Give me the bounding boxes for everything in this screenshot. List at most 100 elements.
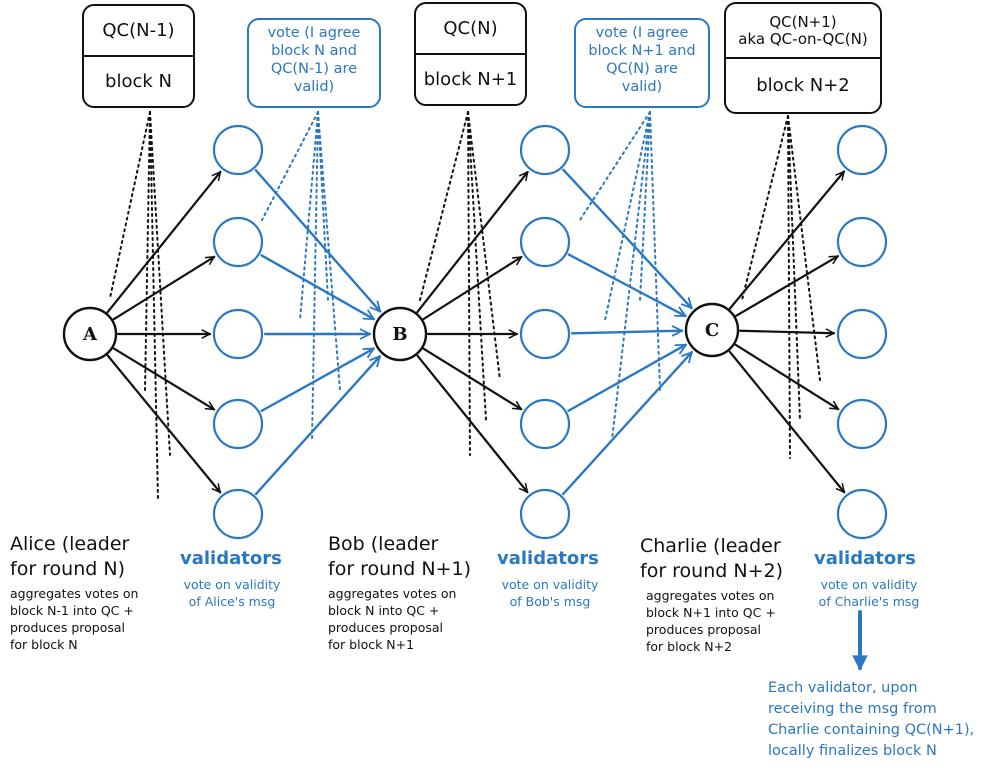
- vote-arrow: [260, 347, 374, 413]
- vote-line: valid): [621, 79, 663, 96]
- leader-desc-alice: aggregates votes on block N-1 into QC + …: [10, 586, 138, 654]
- dotted-links: [109, 111, 821, 501]
- desc-line: for block N+2: [646, 638, 733, 654]
- validator-circle: [519, 308, 571, 360]
- validator-circle: [212, 488, 264, 540]
- dotted-link: [109, 111, 151, 299]
- desc-line: aggregates votes on: [328, 586, 457, 601]
- validators-desc-3: vote on validity of Charlie's msg: [804, 577, 934, 611]
- desc-line: aggregates votes on: [10, 586, 139, 601]
- validator-circle: [836, 216, 888, 268]
- dotted-link: [149, 111, 171, 456]
- validator-circle: [519, 398, 571, 450]
- note-line: Each validator, upon: [768, 680, 918, 696]
- vote-arrow: [567, 343, 686, 412]
- proposal-arrow: [735, 255, 838, 317]
- validator-circle: [212, 216, 264, 268]
- dotted-link-vote: [649, 111, 661, 391]
- leader-title-bob: Bob (leader for round N+1): [328, 532, 471, 581]
- validator-circle: [212, 398, 264, 450]
- desc-line: for block N: [10, 636, 78, 652]
- leader-node-label: C: [705, 320, 719, 341]
- qc-label: QC(N): [416, 4, 525, 55]
- block-box-n: QC(N-1) block N: [82, 4, 195, 108]
- validator-circle: [836, 124, 888, 176]
- validators-title-1: validators: [180, 548, 282, 569]
- desc-line: produces proposal: [328, 619, 444, 635]
- desc-line: vote on validity: [501, 577, 599, 592]
- validator-circle: [836, 398, 888, 450]
- proposal-arrow: [728, 350, 846, 493]
- qc-label: QC(N+1) aka QC-on-QC(N): [726, 4, 880, 59]
- desc-line: vote on validity: [183, 577, 281, 592]
- validator-circle: [519, 124, 571, 176]
- dotted-link-vote: [317, 111, 329, 301]
- leader-title-line: Bob (leader: [328, 533, 439, 555]
- desc-line: of Bob's msg: [509, 593, 591, 609]
- validator-circle: [212, 308, 264, 360]
- leader-title-line: for round N+1): [328, 557, 472, 580]
- validator-circle: [836, 488, 888, 540]
- leader-title-charlie: Charlie (leader for round N+2): [640, 534, 783, 583]
- dotted-link: [787, 115, 801, 421]
- dotted-link: [741, 115, 789, 301]
- proposal-arrow: [422, 347, 521, 411]
- vote-line: QC(N-1) are: [270, 61, 358, 78]
- proposal-arrow: [112, 347, 214, 411]
- desc-line: of Charlie's msg: [818, 593, 920, 609]
- dotted-link: [467, 111, 487, 421]
- finalization-note: Each validator, upon receiving the msg f…: [768, 678, 974, 762]
- vote-arrow: [561, 352, 692, 496]
- desc-line: aggregates votes on: [646, 588, 775, 603]
- proposal-arrow: [106, 172, 222, 314]
- desc-line: block N into QC +: [328, 602, 440, 618]
- dotted-link-vote: [317, 111, 341, 391]
- dotted-link-vote: [639, 111, 651, 301]
- validators-title-2: validators: [497, 548, 599, 569]
- vote-line: block N+1 and: [588, 43, 696, 60]
- vote-line: QC(N) are: [606, 61, 678, 78]
- leader-title-line: for round N): [10, 557, 125, 580]
- desc-line: block N+1 into QC +: [646, 604, 776, 620]
- dotted-link: [144, 111, 151, 391]
- leader-node-label: A: [82, 324, 98, 345]
- dotted-link-vote: [604, 111, 651, 321]
- leader-circle: [372, 306, 428, 362]
- vote-box-2: vote (I agree block N+1 and QC(N) are va…: [574, 18, 710, 108]
- validators-desc-2: vote on validity of Bob's msg: [488, 577, 612, 611]
- proposal-arrow: [416, 354, 529, 492]
- proposal-arrow: [734, 343, 839, 411]
- desc-line: produces proposal: [10, 619, 126, 635]
- dotted-link: [467, 111, 471, 456]
- proposal-arrow: [112, 255, 214, 321]
- block-box-n-plus-1: QC(N) block N+1: [414, 2, 527, 106]
- block-label: block N+1: [423, 69, 518, 90]
- block-box-n-plus-2: QC(N+1) aka QC-on-QC(N) block N+2: [724, 2, 882, 114]
- dotted-link-vote: [261, 111, 319, 221]
- dotted-link: [787, 115, 821, 381]
- vote-arrow: [260, 254, 373, 321]
- qc-line1: QC(N+1): [769, 13, 837, 31]
- desc-line: for block N+1: [328, 636, 415, 652]
- leader-title-line: Charlie (leader: [640, 535, 781, 557]
- desc-line: vote on validity: [820, 577, 918, 592]
- validators-title-3: validators: [814, 548, 916, 569]
- validator-circle: [519, 216, 571, 268]
- desc-line: of Alice's msg: [188, 593, 276, 609]
- proposal-arrow: [422, 255, 522, 321]
- leader-circle: [684, 302, 740, 358]
- note-line: locally finalizes block N: [768, 743, 937, 760]
- vote-line: block N and: [271, 43, 357, 60]
- proposal-arrow: [728, 172, 846, 310]
- leader-desc-bob: aggregates votes on block N into QC + pr…: [328, 586, 456, 654]
- desc-line: produces proposal: [646, 621, 762, 637]
- vote-line: vote (I agree: [595, 25, 689, 41]
- dotted-link: [787, 115, 791, 459]
- dotted-link: [149, 111, 159, 501]
- validator-circle: [836, 308, 888, 360]
- arrows: [106, 168, 860, 668]
- vote-arrow: [567, 253, 686, 318]
- dotted-link-vote: [611, 111, 651, 441]
- qc-line2: aka QC-on-QC(N): [738, 29, 868, 48]
